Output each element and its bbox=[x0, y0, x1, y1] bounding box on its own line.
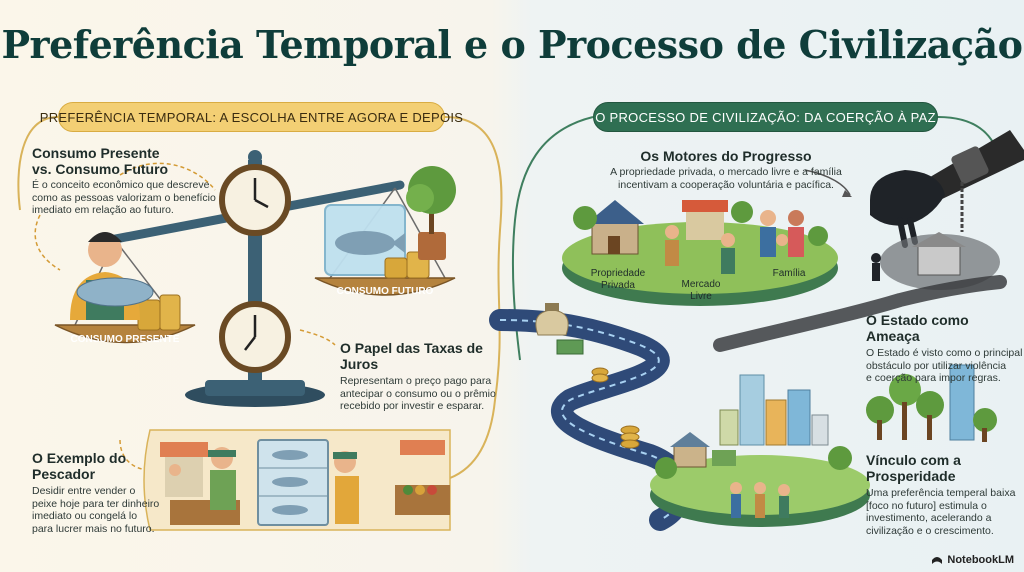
dark-shadow-path bbox=[713, 275, 1007, 352]
pan-label-future: CONSUMO FUTURO bbox=[337, 286, 434, 297]
money-bag-icon bbox=[535, 303, 584, 355]
vinculo-heading-2: Prosperidade bbox=[866, 468, 956, 484]
arrow-top bbox=[119, 162, 216, 191]
consumo-heading-1: Consumo Presente bbox=[32, 145, 160, 161]
forest-icon bbox=[866, 364, 997, 442]
estado-body-3: e coerção para impor regras. bbox=[866, 372, 1001, 384]
arrow-consumo bbox=[34, 214, 61, 271]
consumo-body-3: imediato em relação ao futuro. bbox=[32, 204, 174, 216]
fisherman-market-scene bbox=[143, 429, 451, 531]
arrow-estado bbox=[804, 169, 851, 196]
arrow-juros bbox=[299, 329, 336, 346]
estado-heading: O Estado como Ameaça bbox=[866, 312, 969, 344]
fisherman-icon bbox=[70, 232, 154, 320]
tree-pot-icon bbox=[406, 166, 456, 260]
prosperity-city-island bbox=[650, 374, 870, 527]
notebooklm-badge: NotebookLM bbox=[931, 554, 1014, 566]
motores-body-1: A propriedade privada, o mercado livre e… bbox=[610, 166, 842, 178]
juros-block: O Papel das Taxas de Juros Representam o… bbox=[340, 340, 510, 413]
motores-heading: Os Motores do Progresso bbox=[640, 148, 812, 164]
left-guide-curve bbox=[444, 116, 503, 479]
community-island bbox=[562, 200, 838, 306]
pescador-body-2: peixe hoje para ter dinheiro bbox=[32, 497, 160, 510]
estado-body-1: O Estado é visto como o principal bbox=[866, 347, 1023, 359]
balance-scale-icon bbox=[54, 150, 456, 407]
island-label-propriedade-2: Privada bbox=[601, 280, 635, 291]
consumo-body-2: como as pessoas valorizam o benefício bbox=[32, 191, 216, 204]
island-label-familia: Família bbox=[773, 268, 806, 279]
motores-body-2: incentivam a cooperação voluntária e pac… bbox=[618, 178, 834, 191]
estado-body-2: obstáculo por utilizar violência bbox=[866, 359, 1007, 372]
pescador-body-3: imediato ou congelá lo bbox=[32, 510, 138, 522]
vinculo-body-3: investimento, acelerando a bbox=[866, 512, 992, 524]
motores-block: Os Motores do Progresso A propriedade pr… bbox=[606, 148, 846, 191]
island-label-propriedade-1: Propriedade bbox=[591, 268, 646, 279]
coin-stack-icon bbox=[137, 294, 181, 331]
estado-block: O Estado como Ameaça O Estado é visto co… bbox=[866, 312, 1024, 385]
pescador-body-4: para lucrer mais no futuro. bbox=[32, 522, 155, 535]
pescador-block: O Exemplo do Pescador Desidir entre vend… bbox=[32, 450, 172, 535]
pescador-heading-1: O Exemplo do bbox=[32, 450, 127, 466]
notebooklm-label: NotebookLM bbox=[947, 554, 1014, 566]
road-coins-icon bbox=[591, 367, 640, 449]
island-label-mercado-1: Mercado bbox=[682, 279, 721, 290]
island-label-mercado-2: Livre bbox=[690, 291, 712, 302]
pan-label-present: CONSUMO PRESENTE bbox=[71, 334, 180, 345]
consumo-body-1: É o conceito econômico que descreve bbox=[32, 179, 210, 191]
consumo-block: Consumo Presente vs. Consumo Futuro É o … bbox=[32, 145, 232, 217]
pescador-heading-2: Pescador bbox=[32, 466, 96, 482]
vinculo-body-2: [foco no futuro] estimula o bbox=[866, 499, 987, 512]
vinculo-body-4: civilização e o crescimento. bbox=[866, 524, 994, 537]
frozen-fish-icon bbox=[324, 204, 406, 276]
juros-body-2: antecipar o consumo ou o prêmio bbox=[340, 387, 496, 400]
page-title: Preferência Temporal e o Processo de Civ… bbox=[1, 22, 1023, 67]
vinculo-heading-1: Vínculo com a bbox=[866, 452, 961, 468]
vinculo-body-1: Uma preferência temperal baixa bbox=[866, 487, 1016, 499]
pescador-body-1: Desidir entre vender o bbox=[32, 485, 136, 497]
section-banner-civilizacao: O PROCESSO DE CIVILIZAÇÃO: DA COERÇÃO À … bbox=[593, 102, 938, 132]
juros-heading: O Papel das Taxas de Juros bbox=[340, 340, 483, 372]
section-banner-preferencia: PREFERÊNCIA TEMPORAL: A ESCOLHA ENTRE AG… bbox=[40, 102, 463, 132]
left-guide-curve-start bbox=[17, 116, 59, 211]
juros-body-3: recebido por investir e esparar. bbox=[340, 400, 485, 412]
consumo-heading-2: vs. Consumo Futuro bbox=[32, 161, 169, 177]
state-threat-icon bbox=[870, 130, 1024, 290]
notebooklm-logo-icon bbox=[932, 557, 943, 564]
vinculo-block: Vínculo com a Prosperidade Uma preferênc… bbox=[866, 452, 1024, 537]
juros-body-1: Representam o preço pago para bbox=[340, 375, 492, 387]
